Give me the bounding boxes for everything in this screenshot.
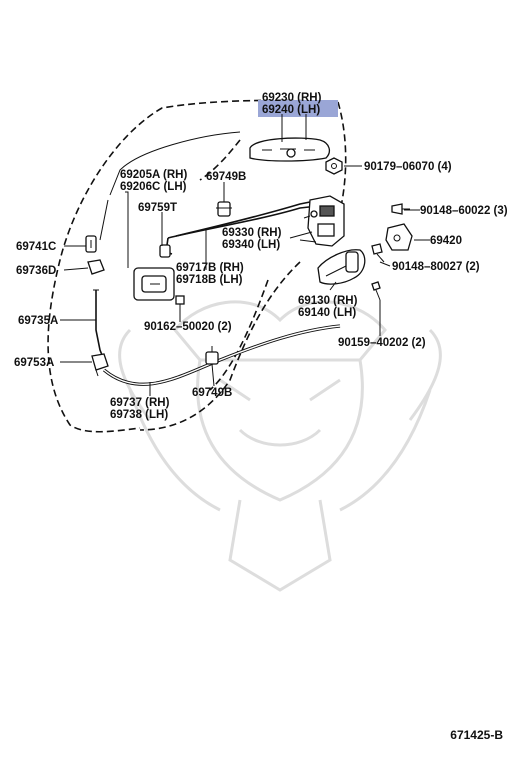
- cable-69737-part[interactable]: [102, 324, 341, 386]
- label-69717b[interactable]: 69717B (RH): [176, 262, 244, 274]
- label-69741c[interactable]: 69741C: [16, 241, 56, 253]
- label-69737[interactable]: 69737 (RH): [110, 397, 170, 409]
- label-69130[interactable]: 69130 (RH): [298, 295, 358, 307]
- rod-clip-top-part[interactable]: [216, 201, 232, 217]
- label-69735a[interactable]: 69735A: [18, 315, 58, 327]
- label-69753a[interactable]: 69753A: [14, 357, 54, 369]
- window-frame-line: [99, 199, 109, 241]
- label-69330[interactable]: 69330 (RH): [222, 227, 282, 239]
- outside-handle-part[interactable]: [249, 137, 331, 162]
- highlight-box: [258, 100, 338, 117]
- rod-clip-bottom-part[interactable]: [205, 346, 219, 365]
- inside-handle-part[interactable]: [133, 267, 175, 301]
- link-rod-69717b: [175, 199, 321, 237]
- window-frame-line: [109, 131, 241, 196]
- label-69749b-bottom[interactable]: 69749B: [192, 387, 232, 399]
- door-lock-assembly-part[interactable]: [299, 195, 345, 247]
- screw-90159-40202-part[interactable]: [371, 281, 381, 301]
- label-69420[interactable]: 69420: [430, 235, 462, 247]
- rod-69735a: [95, 290, 105, 361]
- label-90159[interactable]: 90159–40202 (2): [338, 337, 426, 349]
- part-69741c[interactable]: [85, 235, 97, 253]
- label-69340[interactable]: 69340 (LH): [222, 239, 280, 251]
- watermark-emblem-icon: [118, 300, 442, 592]
- label-69240[interactable]: 69240 (LH): [262, 104, 320, 116]
- label-69205a[interactable]: 69205A (RH): [120, 169, 187, 181]
- leader-lines: [60, 114, 430, 396]
- label-69140[interactable]: 69140 (LH): [298, 307, 356, 319]
- label-90162[interactable]: 90162–50020 (2): [144, 321, 232, 333]
- label-90179[interactable]: 90179–06070 (4): [364, 161, 452, 173]
- nut-part[interactable]: [325, 157, 343, 175]
- label-90148-60022[interactable]: 90148–60022 (3): [420, 205, 508, 217]
- screw-90148-60022-part[interactable]: [391, 203, 410, 215]
- label-90148-80027[interactable]: 90148–80027 (2): [392, 261, 480, 273]
- screw-90148-80027-part[interactable]: [371, 243, 385, 263]
- label-69230[interactable]: 69230 (RH): [262, 92, 322, 104]
- part-69753a[interactable]: [91, 353, 109, 377]
- label-69736d[interactable]: 69736D: [16, 265, 56, 277]
- label-69738[interactable]: 69738 (LH): [110, 409, 168, 421]
- label-69206c[interactable]: 69206C (LH): [120, 181, 187, 193]
- part-69736d[interactable]: [87, 259, 105, 275]
- screw-90162-50020-part[interactable]: [175, 295, 185, 314]
- handle-frame-part[interactable]: [317, 249, 366, 285]
- rod-end-clip-part[interactable]: [159, 244, 171, 258]
- striker-part[interactable]: [385, 223, 413, 251]
- label-69749b-top[interactable]: 69749B: [206, 171, 246, 183]
- catalog-number: 671425-B: [450, 728, 503, 742]
- label-69718b[interactable]: 69718B (LH): [176, 274, 243, 286]
- label-69759t[interactable]: 69759T: [138, 202, 177, 214]
